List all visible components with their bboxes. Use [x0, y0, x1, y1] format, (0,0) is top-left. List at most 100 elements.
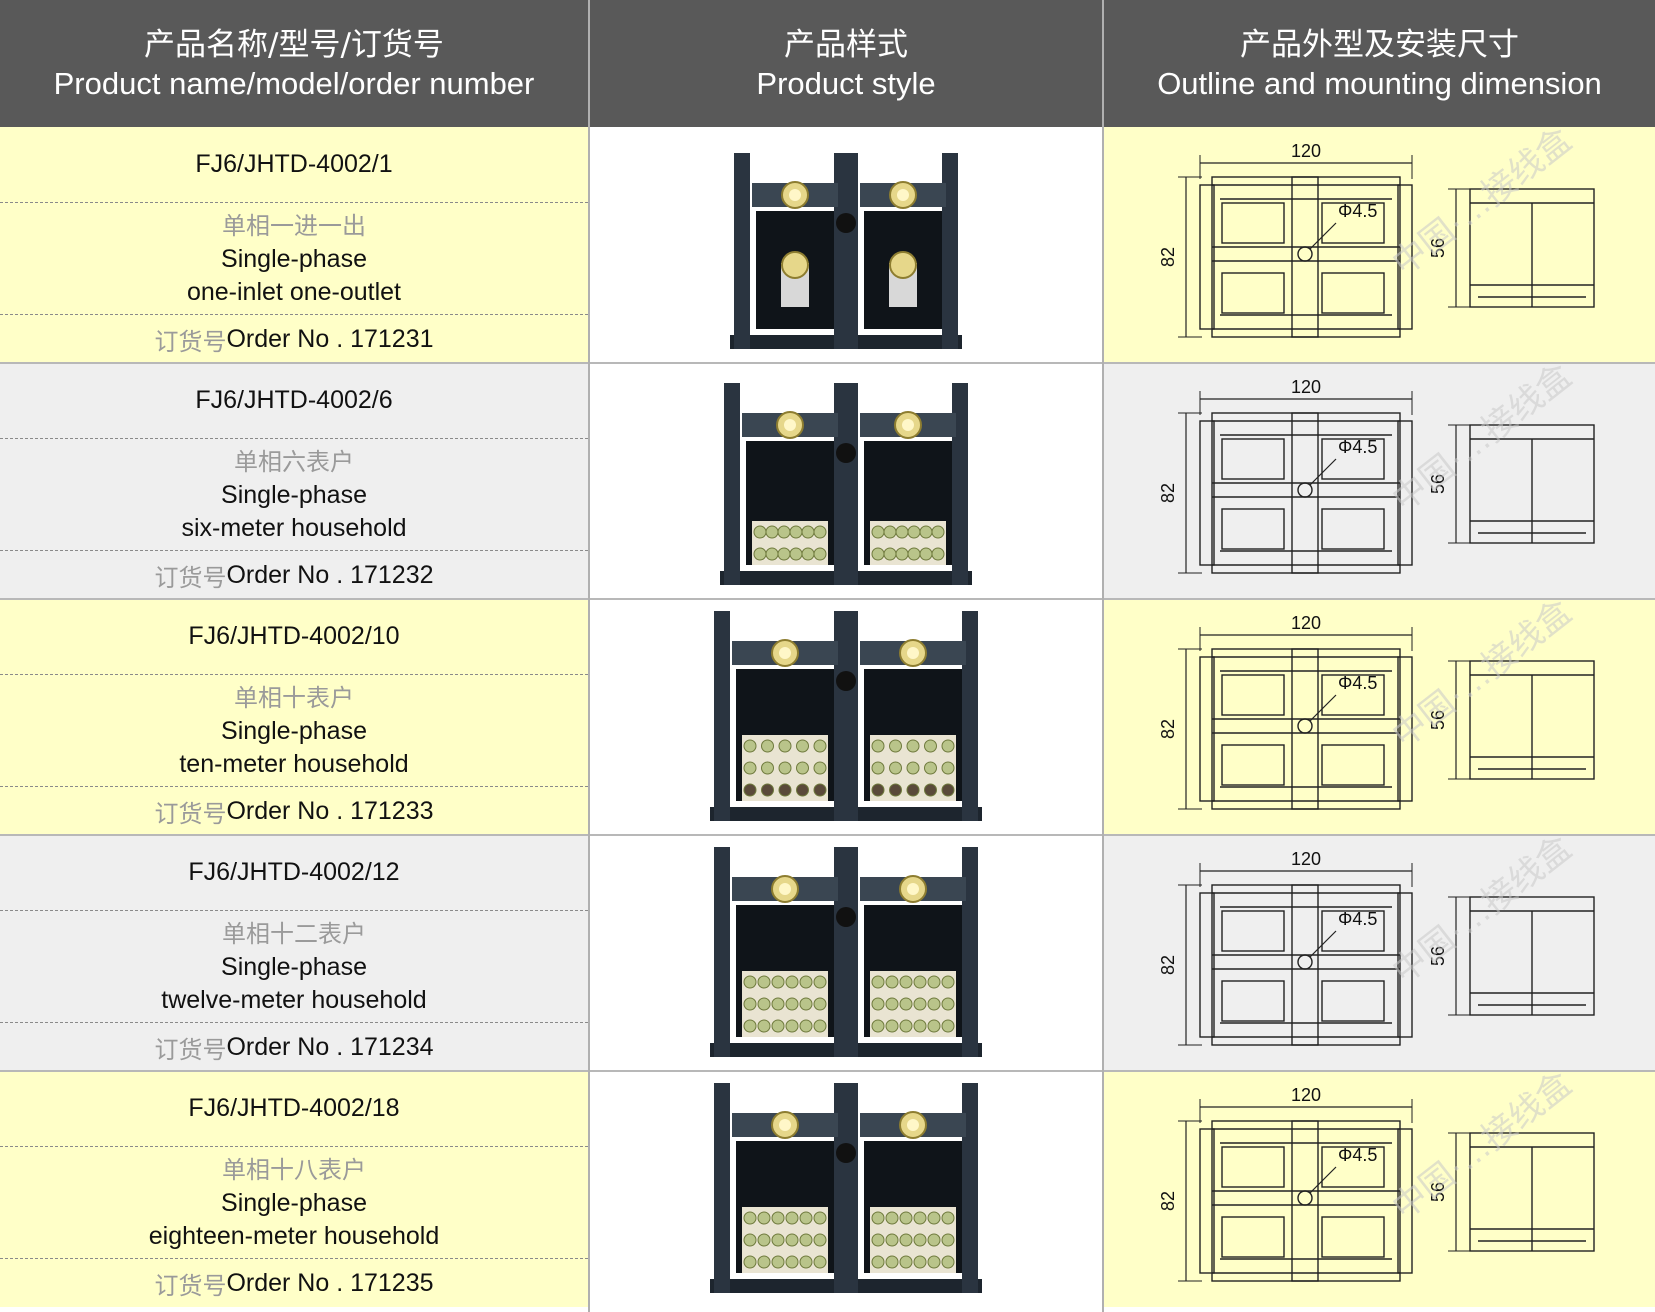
model-number: FJ6/JHTD-4002/10 — [0, 599, 588, 675]
product-description: 单相十二表户 Single-phase twelve-meter househo… — [0, 911, 588, 1023]
model-number: FJ6/JHTD-4002/1 — [0, 127, 588, 203]
order-number-en: Order No . 171234 — [226, 1032, 434, 1061]
model-number: FJ6/JHTD-4002/18 — [0, 1071, 588, 1147]
table-row: FJ6/JHTD-4002/1 单相一进一出 Single-phase one-… — [0, 121, 1655, 363]
depth-dimension-label: 56 — [1428, 474, 1448, 494]
height-dimension-label: 82 — [1158, 1191, 1178, 1211]
description-zh: 单相十二表户 — [222, 919, 366, 948]
order-label-zh: 订货号 — [154, 799, 227, 828]
column-divider — [588, 0, 590, 1312]
depth-dimension-label: 56 — [1428, 238, 1448, 258]
height-dimension-label: 82 — [1158, 483, 1178, 503]
product-description: 单相一进一出 Single-phase one-inlet one-outlet — [0, 203, 588, 315]
width-dimension-label: 120 — [1291, 1085, 1321, 1105]
product-description: 单相六表户 Single-phase six-meter household — [0, 439, 588, 551]
hole-diameter-label: Φ4.5 — [1338, 1145, 1377, 1165]
table-row: FJ6/JHTD-4002/6 单相六表户 Single-phase six-m… — [0, 357, 1655, 599]
order-number-en: Order No . 171233 — [226, 796, 434, 825]
depth-dimension-label: 56 — [1428, 946, 1448, 966]
description-zh: 单相十表户 — [234, 683, 354, 712]
header-outline-dimension: 产品外型及安装尺寸 Outline and mounting dimension — [1104, 0, 1655, 127]
table-row: FJ6/JHTD-4002/12 单相十二表户 Single-phase twe… — [0, 829, 1655, 1071]
description-zh: 单相十八表户 — [222, 1155, 366, 1184]
model-number: FJ6/JHTD-4002/6 — [0, 363, 588, 439]
row-separator — [0, 1070, 1655, 1072]
table-row: FJ6/JHTD-4002/10 单相十表户 Single-phase ten-… — [0, 593, 1655, 835]
watermark: 中国·…接线盒 — [1386, 363, 1579, 519]
order-label-zh: 订货号 — [154, 327, 227, 356]
terminal-box-illustration — [710, 1083, 982, 1293]
hole-diameter-label: Φ4.5 — [1338, 437, 1377, 457]
product-description: 单相十表户 Single-phase ten-meter household — [0, 675, 588, 787]
hole-diameter-label: Φ4.5 — [1338, 673, 1377, 693]
watermark: 中国·…接线盒 — [1386, 1071, 1579, 1227]
order-number-en: Order No . 171232 — [226, 560, 434, 589]
description-zh: 单相六表户 — [234, 447, 354, 476]
model-number: FJ6/JHTD-4002/12 — [0, 835, 588, 911]
terminal-box-illustration — [730, 153, 962, 349]
product-name-cell: FJ6/JHTD-4002/6 单相六表户 Single-phase six-m… — [0, 363, 588, 599]
width-dimension-label: 120 — [1291, 141, 1321, 161]
description-en-line1: Single-phase — [221, 716, 367, 745]
description-en-line2: twelve-meter household — [161, 985, 427, 1014]
product-name-cell: FJ6/JHTD-4002/1 单相一进一出 Single-phase one-… — [0, 127, 588, 363]
order-label-zh: 订货号 — [154, 1271, 227, 1300]
order-number-en: Order No . 171231 — [226, 324, 434, 353]
table-row: FJ6/JHTD-4002/18 单相十八表户 Single-phase eig… — [0, 1065, 1655, 1307]
description-en-line2: eighteen-meter household — [148, 1221, 440, 1250]
product-description: 单相十八表户 Single-phase eighteen-meter house… — [0, 1147, 588, 1259]
watermark: 中国·…接线盒 — [1386, 599, 1579, 755]
description-zh: 单相一进一出 — [222, 211, 366, 240]
description-en-line1: Single-phase — [221, 244, 367, 273]
hole-diameter-label: Φ4.5 — [1338, 909, 1377, 929]
watermark: 中国·…接线盒 — [1386, 835, 1579, 991]
row-separator — [0, 362, 1655, 364]
terminal-box-illustration — [720, 383, 972, 585]
product-name-cell: FJ6/JHTD-4002/10 单相十表户 Single-phase ten-… — [0, 599, 588, 835]
height-dimension-label: 82 — [1158, 955, 1178, 975]
height-dimension-label: 82 — [1158, 719, 1178, 739]
description-en-line2: one-inlet one-outlet — [186, 277, 402, 306]
width-dimension-label: 120 — [1291, 613, 1321, 633]
hole-diameter-label: Φ4.5 — [1338, 201, 1377, 221]
header-outline-dimension-zh: 产品外型及安装尺寸 — [1240, 26, 1519, 63]
header-product-style: 产品样式 Product style — [590, 0, 1102, 127]
column-divider — [1102, 0, 1104, 1312]
product-photo-cell — [590, 1071, 1102, 1307]
watermark: 中国·…接线盒 — [1386, 127, 1579, 283]
row-separator — [0, 834, 1655, 836]
product-photo-cell — [590, 363, 1102, 599]
product-photo-cell — [590, 835, 1102, 1071]
header-product-name-en: Product name/model/order number — [53, 65, 535, 101]
depth-dimension-label: 56 — [1428, 1182, 1448, 1202]
description-en-line2: six-meter household — [181, 513, 407, 542]
product-name-cell: FJ6/JHTD-4002/12 单相十二表户 Single-phase twe… — [0, 835, 588, 1071]
header-product-style-zh: 产品样式 — [784, 26, 908, 63]
terminal-box-illustration — [710, 847, 982, 1057]
depth-dimension-label: 56 — [1428, 710, 1448, 730]
description-en-line1: Single-phase — [221, 952, 367, 981]
width-dimension-label: 120 — [1291, 849, 1321, 869]
product-name-cell: FJ6/JHTD-4002/18 单相十八表户 Single-phase eig… — [0, 1071, 588, 1307]
row-separator — [0, 598, 1655, 600]
order-label-zh: 订货号 — [154, 563, 227, 592]
header-product-name-zh: 产品名称/型号/订货号 — [144, 26, 444, 63]
product-photo-cell — [590, 599, 1102, 835]
order-number-en: Order No . 171235 — [226, 1268, 434, 1297]
header-product-style-en: Product style — [756, 65, 936, 101]
description-en-line1: Single-phase — [221, 1188, 367, 1217]
